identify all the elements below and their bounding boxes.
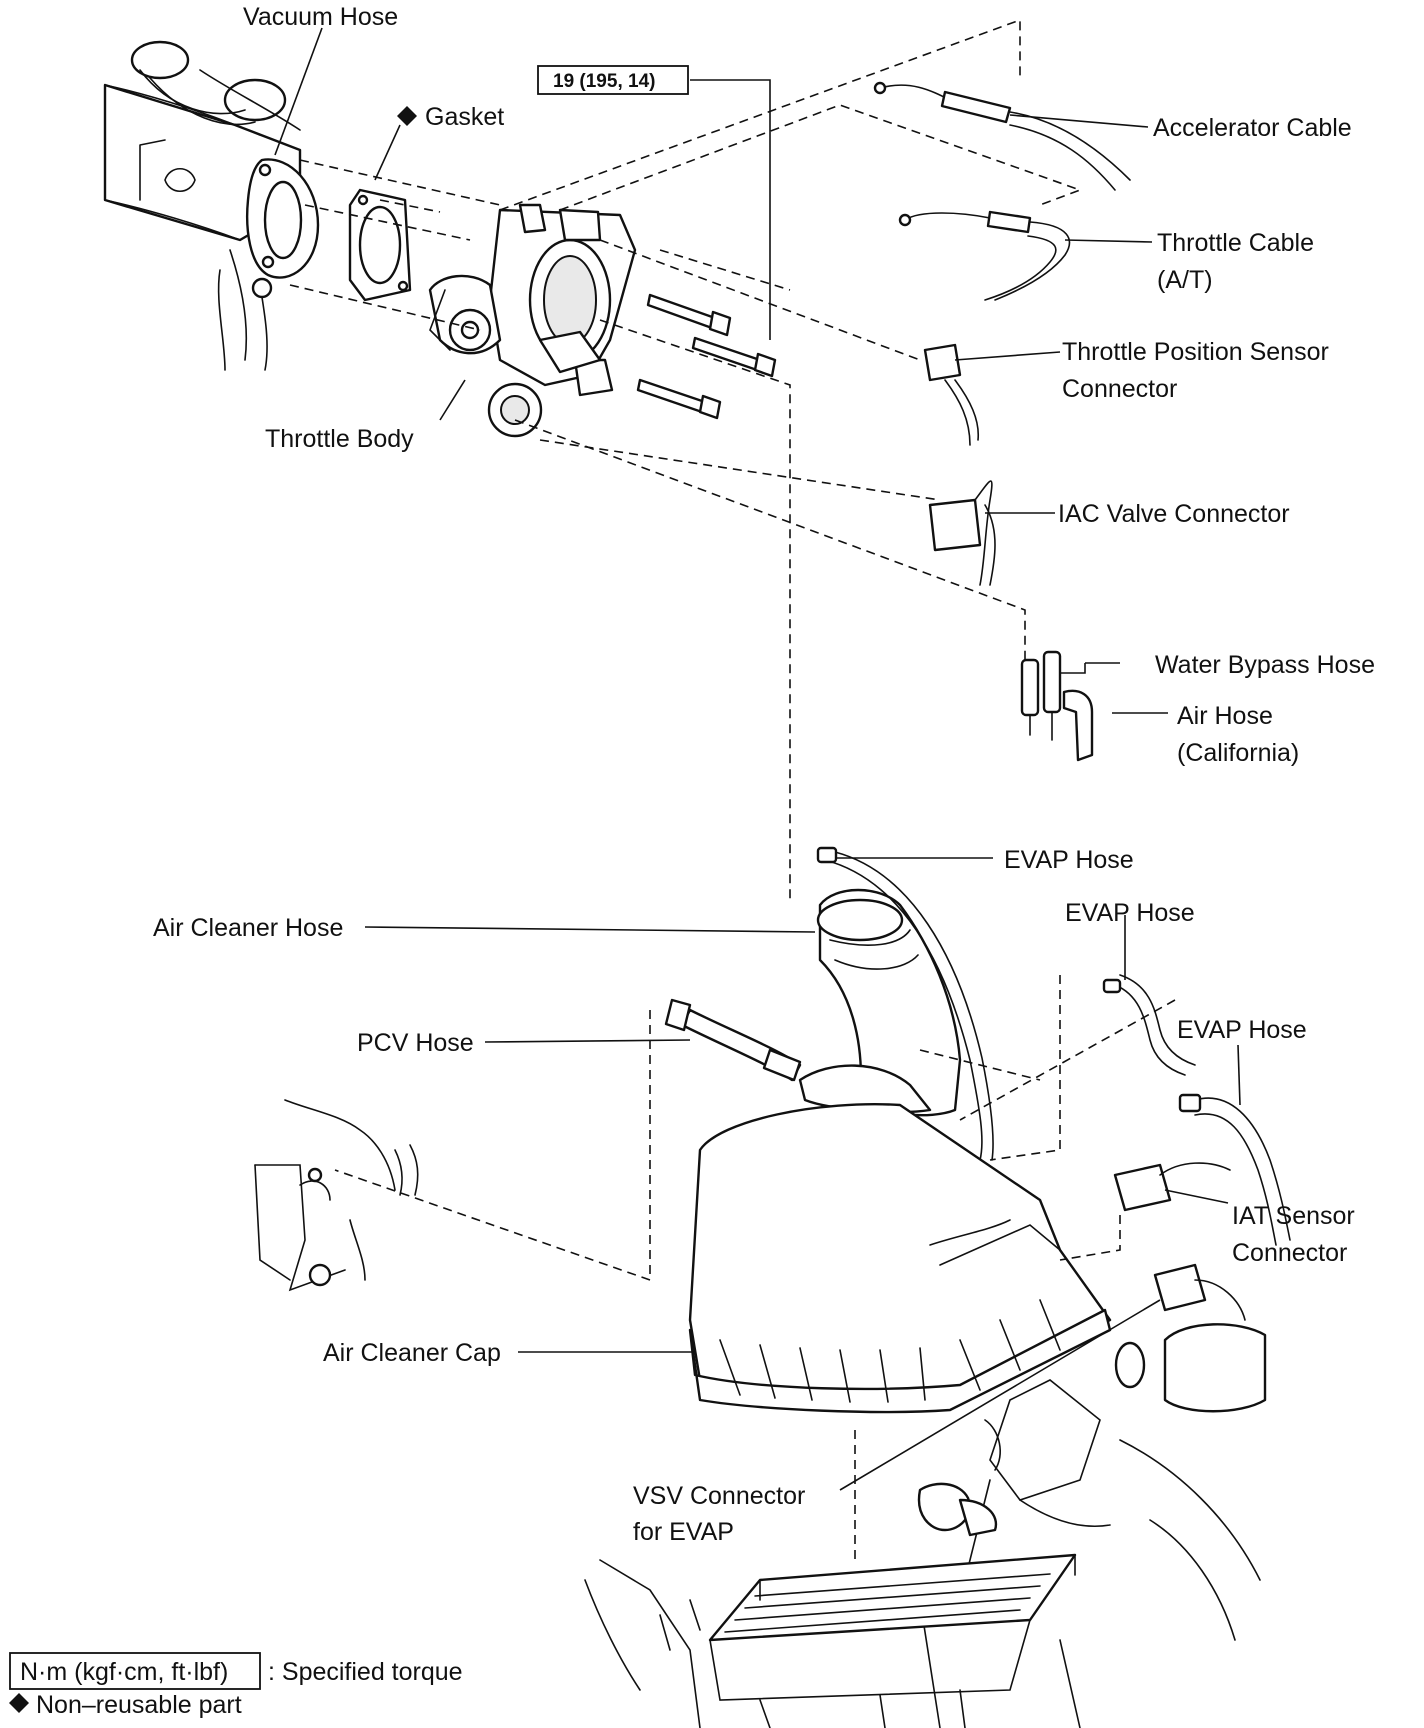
throttle-body-drawing [428,203,637,438]
label-throttle-body: Throttle Body [265,425,414,453]
label-evap-hose-2: EVAP Hose [1065,899,1195,927]
label-air-hose: Air Hose [1177,702,1273,730]
label-torque-spec: 19 (195, 14) [553,71,655,92]
black-diamond-icon [397,106,417,126]
label-vsv-connector-line1: VSV Connector [633,1482,805,1510]
torque-spec-box [537,65,689,95]
intake-manifold-drawing [103,40,320,371]
label-iat-sensor-line1: IAT Sensor [1232,1202,1355,1230]
label-tps-connector-line1: Throttle Position Sensor [1062,338,1329,366]
tps-connector-drawing [923,343,980,446]
accelerator-cable-drawing [873,81,1131,191]
label-pcv-hose: PCV Hose [357,1029,474,1057]
assembly-dashed-lines [289,18,1176,1560]
air-cleaner-cap-drawing [688,1103,1112,1414]
engine-bay-drawing [917,1379,1261,1728]
label-tps-connector-line2: Connector [1062,375,1177,403]
legend-torque-unit: N·m (kgf·cm, ft·lbf) [20,1658,228,1686]
label-gasket: Gasket [425,103,504,131]
leader-lines [274,27,1241,1491]
throttle-cable-drawing [898,210,1071,301]
label-accelerator-cable: Accelerator Cable [1153,114,1352,142]
part-labels: Vacuum Hose Gasket 19 (195, 14) Accelera… [153,3,1375,1546]
legend-torque-desc: : Specified torque [268,1658,463,1686]
legend: N·m (kgf·cm, ft·lbf) : Specified torque … [9,1652,463,1719]
label-evap-hose-3: EVAP Hose [1177,1016,1307,1044]
legend-torque-box [9,1652,261,1690]
label-throttle-cable-note: (A/T) [1157,266,1213,294]
label-iac-valve-connector: IAC Valve Connector [1058,500,1290,528]
label-evap-hose-1: EVAP Hose [1004,846,1134,874]
label-air-hose-note: (California) [1177,739,1299,767]
black-diamond-icon [9,1693,29,1713]
iat-connector-drawing [1113,1162,1231,1212]
air-cleaner-hose-drawing [798,846,994,1161]
label-vsv-connector-line2: for EVAP [633,1518,734,1546]
label-vacuum-hose: Vacuum Hose [243,3,398,31]
bypass-hoses-drawing [1020,650,1094,762]
gasket-drawing [348,188,412,302]
mounting-bracket-drawing [254,1099,419,1292]
label-air-cleaner-cap: Air Cleaner Cap [323,1339,501,1367]
air-cleaner-element-drawing [584,1553,1077,1728]
evap-hose-right-drawing [1102,974,1291,1246]
iac-connector-drawing [928,480,996,586]
pcv-hose-drawing [664,998,802,1082]
vsv-drawing [1114,1263,1267,1413]
label-air-cleaner-hose: Air Cleaner Hose [153,914,343,942]
legend-nonreusable-desc: Non–reusable part [36,1691,242,1719]
label-throttle-cable: Throttle Cable [1157,229,1314,257]
label-water-bypass-hose: Water Bypass Hose [1155,651,1375,679]
label-iat-sensor-line2: Connector [1232,1239,1347,1267]
bolts-drawing [636,293,777,420]
